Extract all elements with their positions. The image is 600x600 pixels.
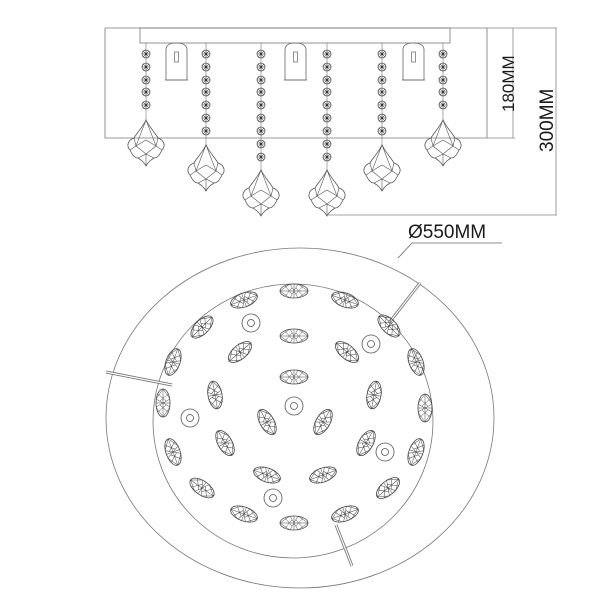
crystal-strand (424, 43, 462, 167)
crystal-strand (242, 43, 280, 217)
bottom-view-drawing (105, 247, 495, 589)
total-height-dimension: 300MM (537, 88, 558, 152)
lamp-holders (165, 42, 425, 81)
crystal-strands (127, 43, 462, 217)
outer-canopy-circle (105, 247, 495, 589)
diameter-dimension: Ø550MM (408, 222, 487, 243)
crystal-strand (187, 43, 225, 192)
body-height-dimension: 180MM (499, 55, 518, 112)
dimension-lines (327, 27, 557, 259)
canopy-plate (139, 27, 451, 44)
crystal-strand (127, 43, 165, 167)
lamp-holder-icon (284, 42, 307, 81)
crystal-strand (363, 43, 401, 192)
lamp-holder-icon (165, 42, 188, 81)
light-rings (180, 313, 395, 508)
side-view-frame (104, 27, 488, 139)
support-rods (105, 282, 422, 567)
lamp-holder-icon (402, 42, 425, 81)
crystal-strand (308, 43, 346, 217)
